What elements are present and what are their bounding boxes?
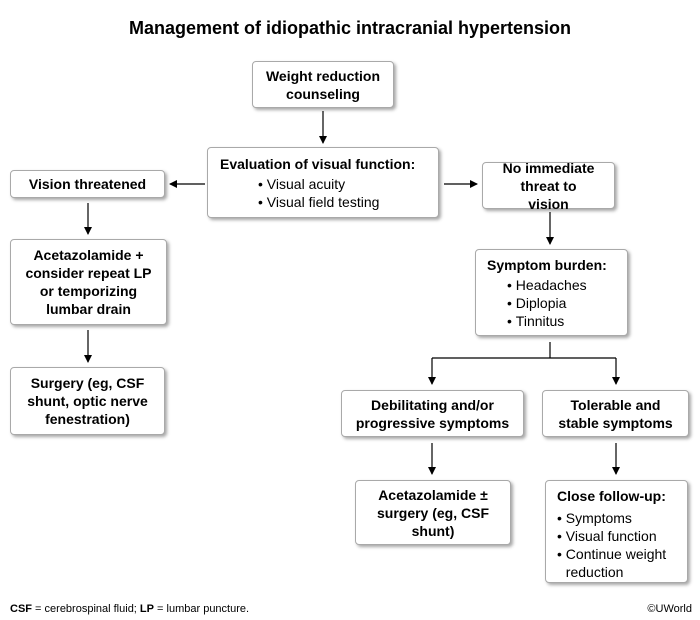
- node-no-threat: No immediate threat to vision: [482, 160, 615, 212]
- node-vision-threatened: Vision threatened: [10, 170, 165, 198]
- diagram-title: Management of idiopathic intracranial hy…: [128, 18, 572, 38]
- node-evaluation: Evaluation of visual function: Visual ac…: [207, 147, 439, 218]
- evaluation-item: Visual field testing: [258, 193, 438, 211]
- node-follow-up: Close follow-up: Symptoms Visual functio…: [545, 480, 688, 583]
- follow-up-item: Symptoms: [557, 509, 687, 527]
- node-acetazolamide-surgery: Acetazolamide ± surgery (eg, CSF shunt): [355, 480, 511, 545]
- node-debilitating: Debilitating and/or progressive symptoms: [341, 390, 524, 437]
- abbreviation-footnote: CSF = cerebrospinal fluid; LP = lumbar p…: [10, 603, 250, 615]
- symptom-item: Tinnitus: [507, 312, 627, 330]
- follow-up-item: Continue weight reduction: [557, 545, 687, 581]
- symptom-item: Diplopia: [507, 294, 627, 312]
- node-tolerable: Tolerable and stable symptoms: [542, 390, 689, 437]
- evaluation-item: Visual acuity: [258, 175, 438, 193]
- follow-up-item: Visual function: [557, 527, 687, 545]
- node-weight-reduction: Weight reduction counseling: [252, 61, 394, 108]
- node-acetazolamide-lp: Acetazolamide + consider repeat LP or te…: [10, 239, 167, 325]
- symptom-item: Headaches: [507, 276, 627, 294]
- node-symptom-burden: Symptom burden: Headaches Diplopia Tinni…: [475, 249, 628, 336]
- uworld-logo-text: ©UWorld: [647, 603, 692, 615]
- node-surgery: Surgery (eg, CSF shunt, optic nerve fene…: [10, 367, 165, 435]
